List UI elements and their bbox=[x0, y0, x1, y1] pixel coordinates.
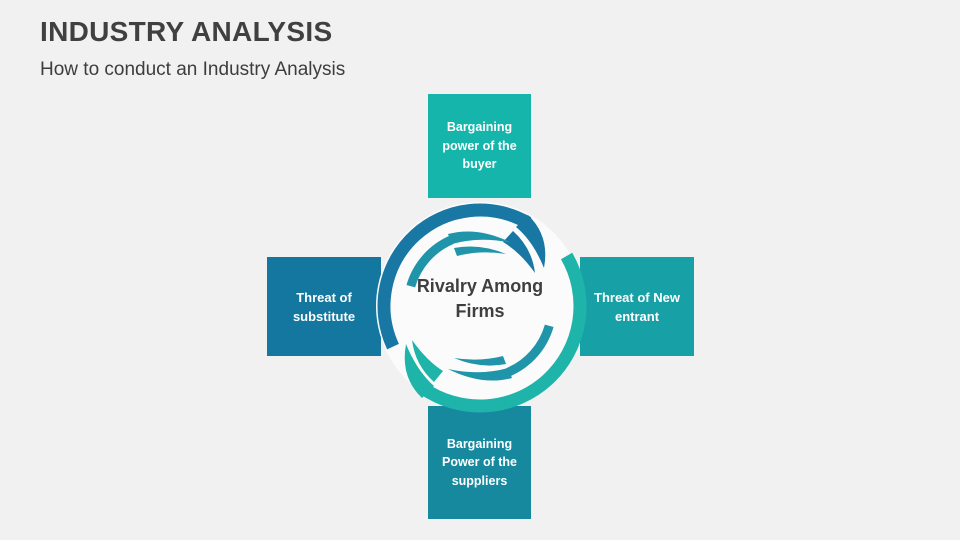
factor-label: Threat of substitute bbox=[292, 289, 356, 324]
factor-box-buyer-power: Bargaining power of the buyer bbox=[428, 94, 531, 198]
factor-label: Bargaining power of the buyer bbox=[442, 120, 517, 172]
slide-subtitle: How to conduct an Industry Analysis bbox=[40, 59, 346, 80]
factor-box-supplier-power: Bargaining Power of the suppliers bbox=[428, 406, 531, 519]
outer-arc-teal bbox=[404, 252, 587, 413]
factor-box-new-entrant: Threat of New entrant bbox=[580, 257, 694, 356]
factor-box-substitute: Threat of substitute bbox=[267, 257, 381, 356]
slide-title: INDUSTRY ANALYSIS bbox=[40, 16, 333, 47]
rivalry-cycle-icon bbox=[376, 202, 587, 413]
outer-arc-blue bbox=[377, 203, 546, 350]
factor-label: Bargaining Power of the suppliers bbox=[441, 436, 517, 488]
center-label: Rivalry Among Firms bbox=[416, 276, 544, 321]
factor-label: Threat of New entrant bbox=[594, 289, 680, 324]
